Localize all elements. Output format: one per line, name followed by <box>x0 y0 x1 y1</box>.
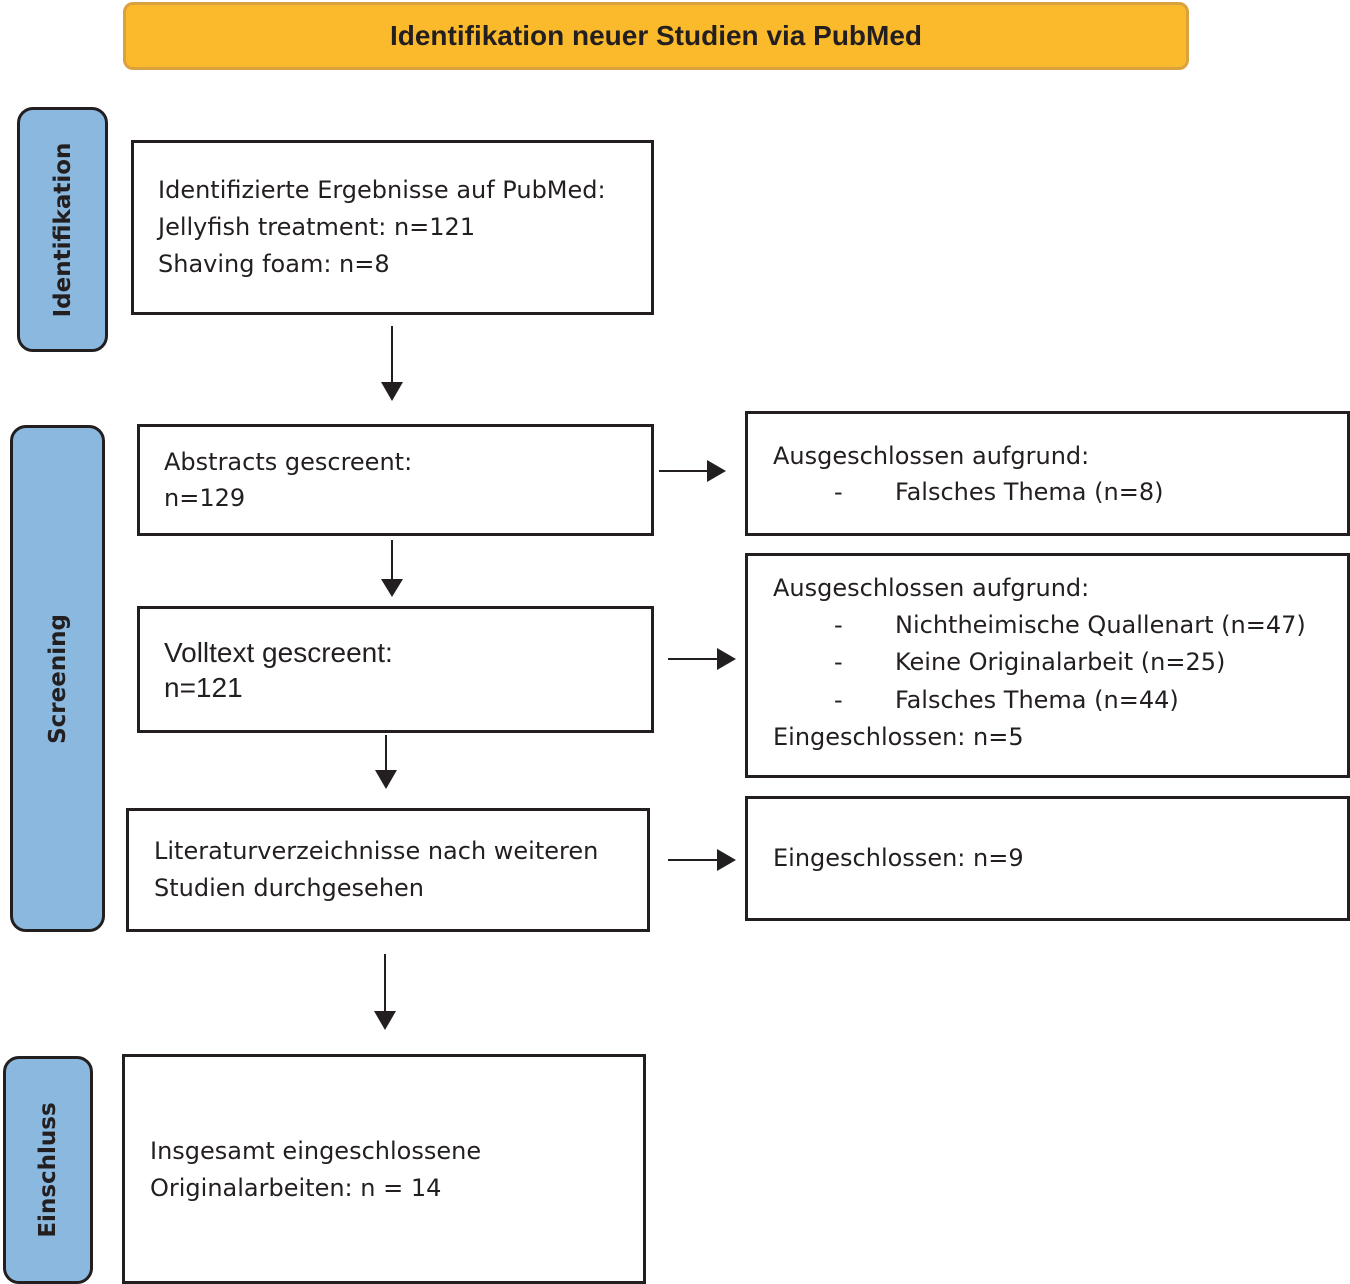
excluded-fulltext-dash-2: - <box>834 648 843 676</box>
identified-box <box>131 140 654 315</box>
references-box <box>126 808 650 932</box>
abstracts-count: n=129 <box>164 484 246 512</box>
references-line-1: Literaturverzeichnisse nach weiteren <box>154 837 599 865</box>
excluded-abstracts-dash: - <box>834 478 843 506</box>
arrow-fulltext-to-references-head <box>375 770 397 789</box>
fulltext-title: Volltext gescreent: <box>164 637 393 668</box>
arrow-identified-to-abstracts-head <box>381 382 403 401</box>
references-included-text: Eingeschlossen: n=9 <box>773 844 1024 872</box>
excluded-fulltext-included: Eingeschlossen: n=5 <box>773 723 1024 751</box>
arrow-references-to-included-head <box>717 849 736 871</box>
excluded-fulltext-title: Ausgeschlossen aufgrund: <box>773 574 1090 602</box>
references-included-box <box>745 796 1350 921</box>
abstracts-box <box>137 424 654 536</box>
total-box <box>122 1054 646 1284</box>
fulltext-count: n=121 <box>164 672 243 703</box>
abstracts-title: Abstracts gescreent: <box>164 448 413 476</box>
identified-title: Identifizierte Ergebnisse auf PubMed: <box>158 176 606 204</box>
excluded-fulltext-box <box>745 553 1350 778</box>
flow-header: Identifikation neuer Studien via PubMed <box>123 2 1189 70</box>
flow-header-title: Identifikation neuer Studien via PubMed <box>389 20 923 51</box>
excluded-fulltext-dash-1: - <box>834 611 843 639</box>
identified-shaving-count: Shaving foam: n=8 <box>158 250 390 278</box>
arrow-fulltext-to-excluded-head <box>717 648 736 670</box>
phase-screening: Screening <box>10 425 105 932</box>
excluded-abstracts-box <box>745 411 1350 536</box>
excluded-fulltext-reason-2: Keine Originalarbeit (n=25) <box>895 648 1226 676</box>
excluded-abstracts-reason: Falsches Thema (n=8) <box>895 478 1164 506</box>
arrow-abstracts-to-fulltext-head <box>381 579 403 597</box>
phase-inclusion: Einschluss <box>3 1056 93 1284</box>
excluded-abstracts-title: Ausgeschlossen aufgrund: <box>773 442 1090 470</box>
excluded-fulltext-dash-3: - <box>834 686 843 714</box>
excluded-fulltext-reason-3: Falsches Thema (n=44) <box>895 686 1179 714</box>
phase-identification: Identifikation <box>17 107 108 352</box>
excluded-fulltext-reason-1: Nichtheimische Quallenart (n=47) <box>895 611 1306 639</box>
identified-jellyfish-count: Jellyfish treatment: n=121 <box>158 213 476 241</box>
fulltext-box <box>137 606 654 733</box>
total-line-2: Originalarbeiten: n = 14 <box>150 1174 442 1202</box>
total-line-1: Insgesamt eingeschlossene <box>150 1137 482 1165</box>
references-line-2: Studien durchgesehen <box>154 874 425 902</box>
arrow-references-to-total-head <box>374 1011 396 1030</box>
arrow-abstracts-to-excluded-head <box>707 460 726 482</box>
